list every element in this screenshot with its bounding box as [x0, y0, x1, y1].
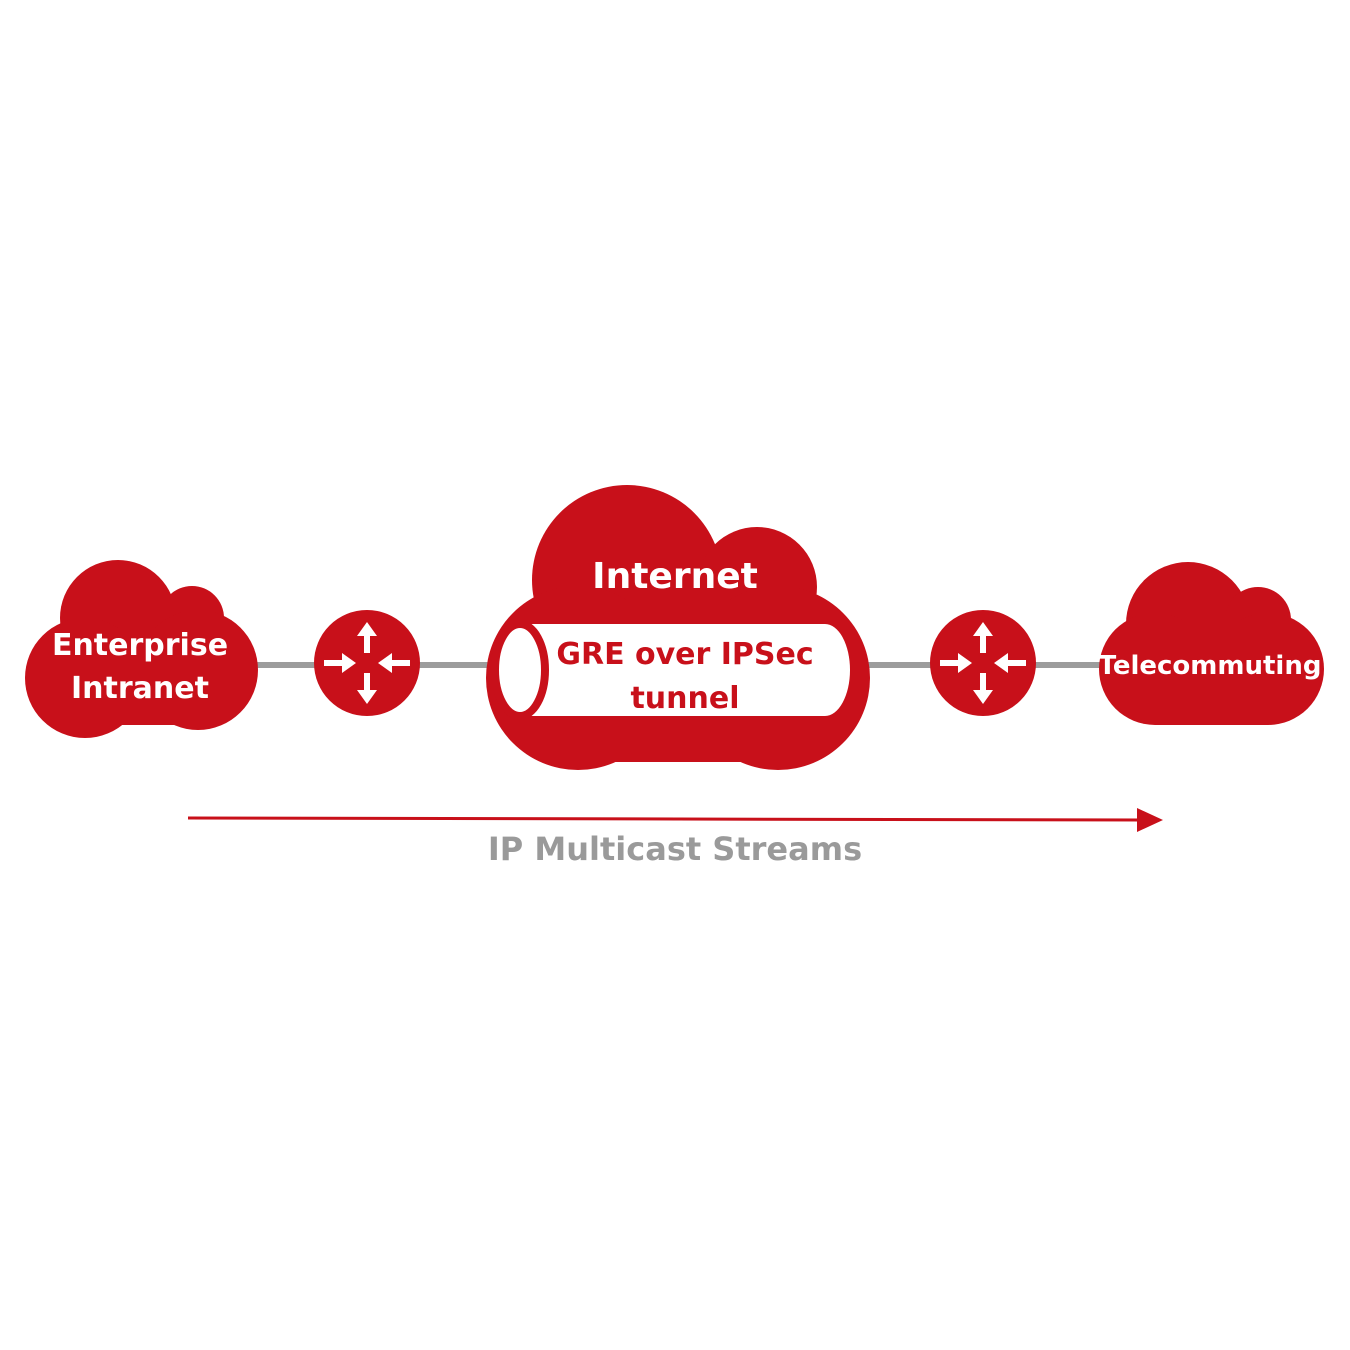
router-arrows: [940, 622, 1026, 704]
internet-label: Internet: [592, 556, 758, 597]
cloud-icon: [25, 560, 258, 738]
enterprise-label-line2: Intranet: [71, 671, 209, 706]
flow-arrowhead: [1137, 808, 1163, 832]
multicast-flow: IP Multicast Streams: [187, 808, 1163, 868]
router-icon: [314, 610, 420, 716]
internet-node: Internet GRE over IPSec tunnel: [486, 485, 870, 770]
cloud-icon: [1099, 562, 1324, 725]
enterprise-intranet-node: Enterprise Intranet: [25, 560, 258, 738]
tunnel-pipe-icon: [491, 620, 850, 720]
router-left: [314, 610, 420, 716]
flow-label: IP Multicast Streams: [488, 830, 862, 868]
router-arrows: [324, 622, 410, 704]
tunnel-label-line2: tunnel: [630, 681, 739, 716]
router-right: [930, 610, 1036, 716]
router-icon: [930, 610, 1036, 716]
telecommuting-node: Telecommuting: [1099, 562, 1324, 725]
telecommuting-label: Telecommuting: [1099, 651, 1322, 681]
flow-arrow: [187, 814, 1152, 825]
enterprise-label-line1: Enterprise: [52, 628, 228, 663]
tunnel-label-line1: GRE over IPSec: [556, 637, 813, 672]
